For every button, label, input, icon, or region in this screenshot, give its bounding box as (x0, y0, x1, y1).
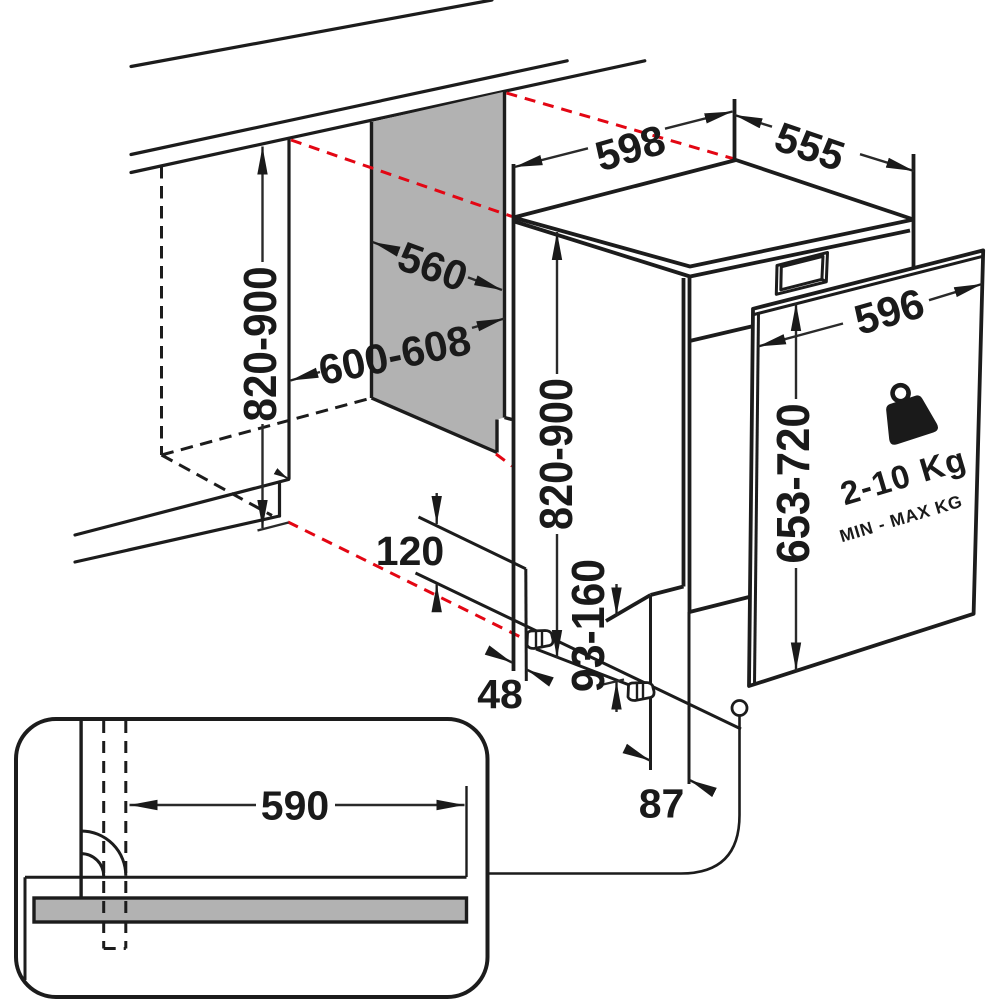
svg-text:598: 598 (590, 116, 670, 180)
svg-text:93-160: 93-160 (564, 559, 615, 692)
svg-text:653-720: 653-720 (767, 403, 819, 563)
svg-text:48: 48 (477, 671, 523, 717)
svg-text:590: 590 (261, 783, 329, 829)
svg-text:87: 87 (639, 781, 685, 827)
svg-text:555: 555 (769, 113, 851, 180)
svg-text:820-900: 820-900 (235, 266, 286, 421)
svg-text:120: 120 (376, 528, 444, 574)
svg-text:820-900: 820-900 (531, 378, 583, 530)
